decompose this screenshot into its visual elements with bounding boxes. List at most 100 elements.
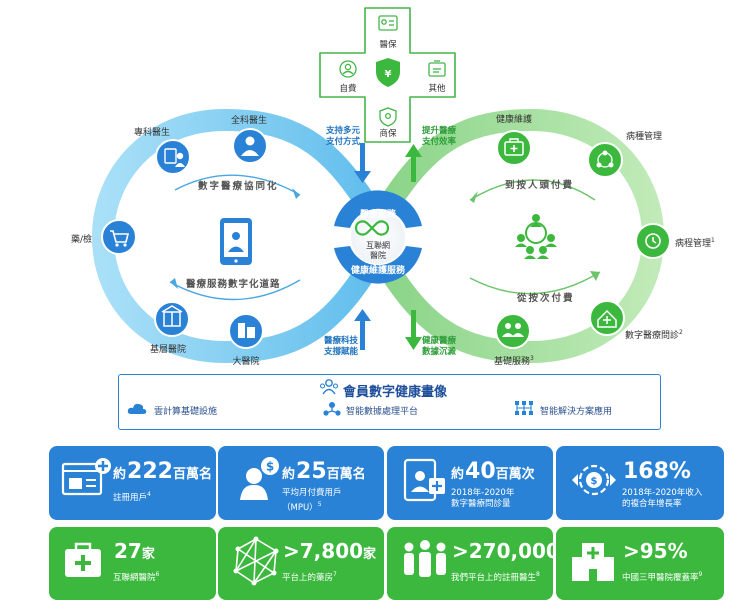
left-arc-top-text: 數字醫療協同化 [198,181,279,192]
registered-users-icon [61,458,111,496]
center-badge-bottom-arc [334,246,422,284]
stat-card-registered-users: 約222百萬名 註冊用戶4 [49,446,216,520]
stat-card-mpu: $ 約25百萬名 平均月付費用戶 （MPU）5 [218,446,384,520]
label-basic-service: 基礎服務3 [494,355,534,367]
course-management-node [635,223,671,259]
label-course-management: 病程管理1 [675,237,715,249]
flow-arrow-left-up [354,309,371,350]
self-pay-user-icon [339,60,357,78]
insurance-card-icon [378,15,398,31]
cross-label-left: 自費 [339,83,357,94]
stat-desc-hospital-coverage: 中國三甲醫院覆蓋率9 [622,571,703,583]
center-label-1: 互聯網 [366,240,390,250]
member-health-profile-panel [118,374,661,430]
stat-card-revenue-cagr: $ 168% 2018年-2020年收入 的複合年增長率 [556,446,724,520]
disease-management-node [587,142,623,178]
network-polygon-icon [233,536,279,586]
health-maintenance-node [496,130,532,166]
large-hospital-node [228,313,264,349]
revenue-growth-icon: $ [572,464,616,496]
right-inner-arc-bottom [469,271,601,295]
stat-value-registered-doctors: >270,000名 [452,539,553,563]
label-specialist: 專科醫生 [133,128,171,138]
stat-desc-consultations: 2018年-2020年 數字醫療問診量 [451,488,515,509]
left-arc-bottom-text: 醫療服務數字化道路 [186,279,281,290]
cross-label-bottom: 商保 [379,128,397,139]
left-inner-arrow-top [292,188,300,199]
svg-text:$: $ [591,476,598,487]
medical-kit-icon [65,542,101,577]
left-inner-arrow-bottom [170,278,178,289]
cross-label-top: 醫保 [379,39,397,50]
flow-text-left-down: 支持多元支付方式 [325,126,360,147]
right-inner-arrow-top [470,191,478,203]
healthcare-ecosystem-diagram: 醫療服務 互聯網 醫院 健康維護服務 ¥ 醫保 自費 其他 商保 [91,7,671,364]
stat-value-registered-users: 約222百萬名 [113,459,212,484]
center-label-2: 醫院 [370,250,386,260]
id-badge-icon [428,60,446,77]
commercial-insurance-icon [379,107,397,127]
label-pharmacy: 藥/檢 [71,235,93,245]
data-platform-icon [323,402,341,416]
people-network-icon [515,214,557,259]
label-digital-consult: 數字醫療問診2 [625,329,683,341]
stat-desc-mpu: 平均月付費用戶 （MPU）5 [282,488,342,513]
stat-card-internet-hospitals: 27家 互聯網醫院6 [49,527,216,600]
center-badge-top-arc [334,190,422,228]
flow-text-left-up: 醫療科技支撐賦能 [323,336,358,357]
stat-desc-internet-hospitals: 互聯網醫院6 [113,571,160,583]
member-item-solutions: 智能解決方案應用 [540,407,613,417]
pharmacy-node [101,219,137,255]
member-panel-title: 會員數字健康畫像 [343,385,448,400]
right-arc-bottom-text: 從按次付費 [517,293,575,304]
gp-node [232,128,268,164]
stat-value-mpu: 約25百萬名 [282,459,366,484]
stat-card-pharmacies: >7,800家 平台上的藥房7 [218,527,384,600]
flow-arrow-right-up [405,144,422,182]
doctors-group-icon [404,540,446,577]
right-inner-arrow-bottom [590,271,600,281]
cross-label-right: 其他 [428,83,446,94]
tablet-doctor-icon [220,218,252,265]
user-dollar-icon: $ [240,457,279,500]
stat-card-consultations: 約40百萬次 2018年-2020年 數字醫療問診量 [387,446,553,520]
right-arc-top-text: 到按人頭付費 [505,180,575,191]
basic-service-node [495,313,531,349]
flow-arrow-right-down [405,310,422,350]
solution-grid-icon [515,401,533,415]
stat-desc-registered-users: 註冊用戶4 [113,491,151,503]
stat-desc-pharmacies: 平台上的藥房7 [282,571,337,583]
hospital-building-icon [572,543,614,581]
center-badge-core [351,210,405,264]
infinity-icon [354,220,390,236]
primary-hospital-node [154,301,190,337]
member-item-data-platform: 智能數據處理平台 [346,407,419,417]
tablet-consultation-icon [403,458,445,502]
stat-value-pharmacies: >7,800家 [283,539,377,563]
label-disease-management: 病種管理 [626,132,663,142]
digital-consult-node [589,300,625,336]
cloud-icon [127,403,147,414]
stat-value-revenue-cagr: 168% [623,459,691,484]
center-bottom-arc-text: 健康維護服務 [351,264,406,276]
specialist-node [155,139,191,175]
label-large-hospital: 大醫院 [232,357,260,367]
left-inner-arc-bottom [169,279,301,301]
stat-card-registered-doctors: >270,000名 我們平台上的註冊醫生8 [387,527,553,600]
label-health-maintenance: 健康維護 [495,115,533,125]
shield-yuan-icon: ¥ [376,58,400,87]
people-group-icon [319,379,339,395]
svg-text:$: $ [266,460,274,474]
right-inner-arc-top [469,179,596,201]
stat-desc-revenue-cagr: 2018年-2020年收入 的複合年增長率 [622,488,703,509]
label-primary-hospital: 基層醫院 [149,345,187,355]
left-inner-arc-top [174,174,301,196]
flow-arrow-left-down [354,143,371,183]
stat-card-hospital-coverage: >95% 中國三甲醫院覆蓋率9 [556,527,724,600]
flow-text-right-up: 提升醫療支付效率 [422,126,457,147]
center-top-arc-text: 醫療服務 [360,208,397,220]
svg-text:¥: ¥ [385,69,392,80]
label-gp: 全科醫生 [230,116,268,126]
stat-value-internet-hospitals: 27家 [114,539,155,563]
stat-value-hospital-coverage: >95% [623,539,688,563]
